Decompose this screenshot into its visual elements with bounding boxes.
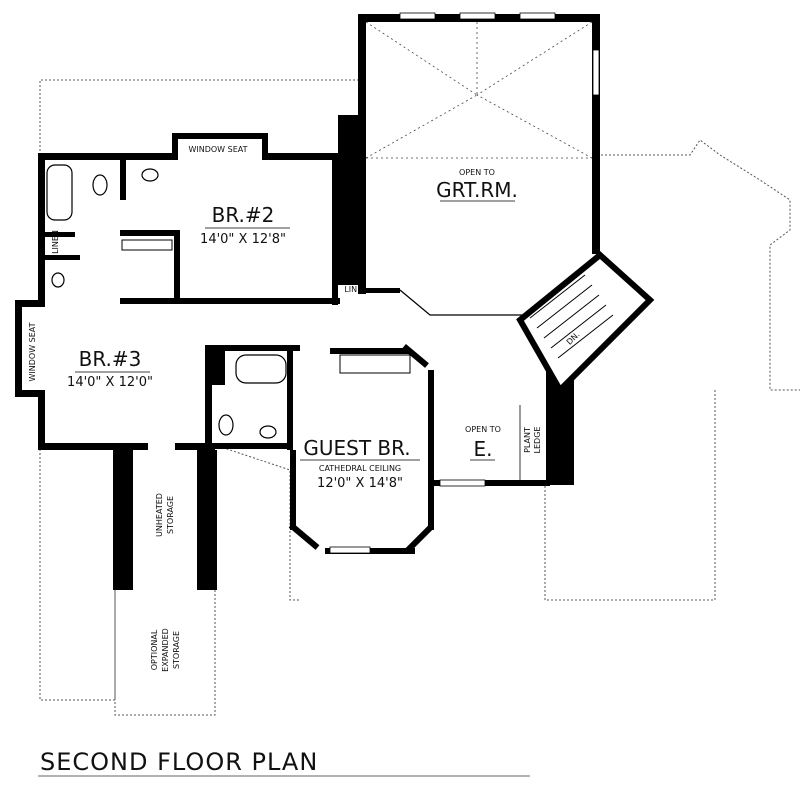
room-name-br2: BR.#2 bbox=[212, 203, 275, 227]
staircase bbox=[516, 251, 655, 395]
roof-outline bbox=[39, 79, 800, 716]
window-seat-label: WINDOW SEAT bbox=[28, 322, 37, 381]
optional-storage-label: OPTIONAL bbox=[150, 629, 159, 670]
bath-fixtures bbox=[46, 164, 287, 439]
great-room-open-area bbox=[358, 12, 600, 294]
room-size-br3: 14'0" X 12'0" bbox=[67, 375, 153, 390]
room-name-entry: E. bbox=[474, 437, 493, 461]
walls bbox=[15, 115, 574, 590]
room-note-guest: CATHEDRAL CEILING bbox=[319, 464, 401, 473]
linen-label: LINEN bbox=[51, 230, 60, 254]
lin-label: LIN. bbox=[344, 285, 359, 294]
sink-icon bbox=[141, 168, 159, 182]
sink-icon bbox=[51, 272, 65, 288]
room-name-great-room: GRT.RM. bbox=[436, 178, 518, 202]
plant-ledge-label: PLANT bbox=[523, 427, 532, 453]
toilet-icon bbox=[218, 414, 234, 436]
open-to-label: OPEN TO bbox=[465, 425, 501, 434]
open-to-label: OPEN TO bbox=[459, 168, 495, 177]
window-seat-label: WINDOW SEAT bbox=[188, 145, 247, 154]
optional-storage-label: STORAGE bbox=[172, 631, 181, 669]
room-size-br2: 14'0" X 12'8" bbox=[200, 232, 286, 247]
bathtub-icon bbox=[235, 354, 287, 384]
unheated-storage-label: UNHEATED bbox=[155, 493, 164, 537]
plan-title: SECOND FLOOR PLAN bbox=[40, 748, 318, 776]
plant-ledge-label: LEDGE bbox=[533, 427, 542, 454]
toilet-icon bbox=[92, 174, 108, 196]
sink-icon bbox=[259, 425, 277, 439]
room-size-guest: 12'0" X 14'8" bbox=[317, 476, 403, 491]
room-name-guest: GUEST BR. bbox=[303, 436, 410, 460]
closet-hatching bbox=[117, 161, 411, 586]
bathtub-icon bbox=[46, 164, 73, 221]
unheated-storage-label: STORAGE bbox=[166, 496, 175, 534]
room-name-br3: BR.#3 bbox=[79, 347, 142, 371]
optional-storage-label: EXPANDED bbox=[161, 628, 170, 672]
